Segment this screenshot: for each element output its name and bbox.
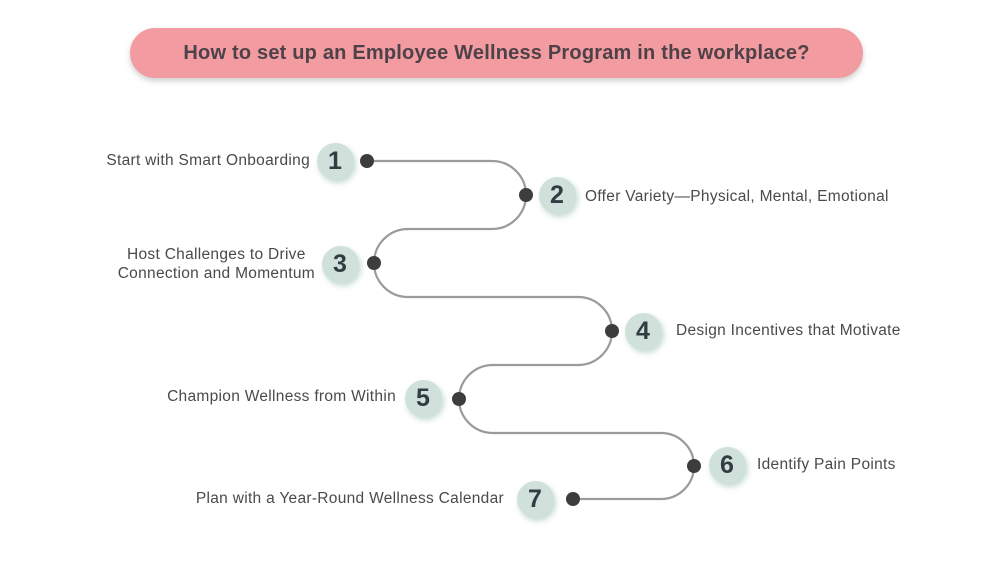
step-4-label: Design Incentives that Motivate <box>676 322 901 339</box>
step-1-label: Start with Smart Onboarding <box>106 152 310 169</box>
step-3-number-badge: 3 <box>321 245 359 283</box>
flow-dot-6 <box>687 459 701 473</box>
step-2-number-badge: 2 <box>538 177 576 214</box>
step-1-number-badge: 1 <box>316 142 354 180</box>
step-4-number-badge: 4 <box>624 312 662 350</box>
step-6-number-badge: 6 <box>708 446 746 484</box>
step-5-label: Champion Wellness from Within <box>167 388 396 405</box>
step-7-label: Plan with a Year-Round Wellness Calendar <box>195 490 504 507</box>
step-2-label: Offer Variety—Physical, Mental, Emotiona… <box>585 188 889 205</box>
step-6-label: Identify Pain Points <box>757 456 896 473</box>
flow-dot-2 <box>519 188 533 202</box>
flow-dot-3 <box>367 256 381 270</box>
title-banner: How to set up an Employee Wellness Progr… <box>130 28 863 78</box>
page-title: How to set up an Employee Wellness Progr… <box>183 41 810 64</box>
flow-dot-5 <box>452 392 466 406</box>
flow-dot-4 <box>605 324 619 338</box>
step-5-number-badge: 5 <box>404 379 442 417</box>
step-3-label: Host Challenges to Drive Connection and … <box>117 246 315 282</box>
flow-dot-1 <box>360 154 374 168</box>
flow-dot-7 <box>566 492 580 506</box>
step-7-number-badge: 7 <box>516 480 554 518</box>
